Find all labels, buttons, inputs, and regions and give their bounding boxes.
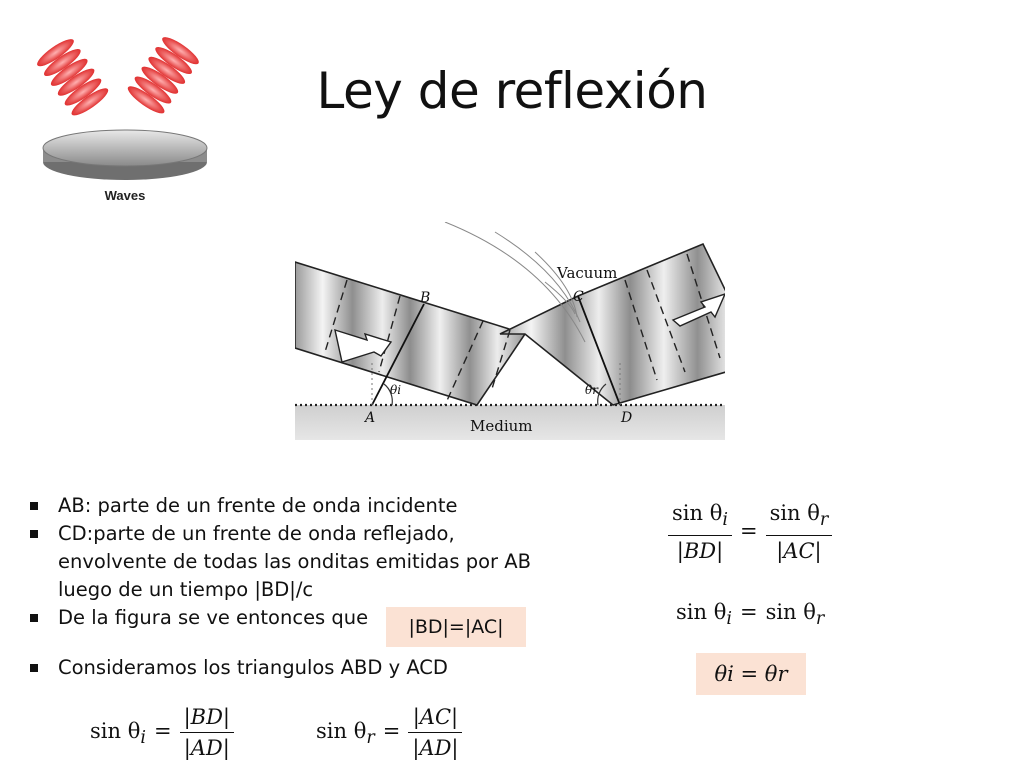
label-a: A: [363, 410, 375, 426]
label-medium: Medium: [470, 417, 533, 435]
triangle-abd-equation: sin θi= |BD| |AD|: [90, 702, 234, 763]
triangle-acd-equation: sin θr= |AC| |AD|: [316, 702, 463, 763]
list-item: CD:parte de un frente de onda reflejado,…: [30, 520, 550, 604]
wavefront-ab: [371, 303, 425, 406]
list-item: Consideramos los triangulos ABD y ACD: [30, 654, 550, 682]
page-title: Ley de reflexión: [316, 62, 708, 120]
highlight-bd-equals-ac: |BD|=|AC|: [386, 607, 526, 647]
angle-theta-r: θr: [585, 383, 599, 397]
incident-arrow-icon: [334, 328, 393, 363]
wavefront-cd: [577, 295, 621, 406]
highlight-theta-equal: θi = θr: [696, 653, 806, 695]
medium-region: [295, 405, 725, 440]
incident-beam: [294, 260, 527, 406]
waves-logo: Waves: [35, 20, 215, 210]
waves-reflection-icon: [37, 37, 208, 180]
ratio-equation: sin θi |BD| = sin θr |AC|: [668, 498, 833, 566]
reflection-diagram: B C A D θi θr Vacuum Medium: [294, 221, 762, 440]
list-item: De la figura se ve entonces que: [30, 604, 550, 632]
bullet-list: AB: parte de un frente de onda incidente…: [30, 492, 550, 682]
label-vacuum: Vacuum: [556, 264, 617, 282]
reflected-arrow-icon: [671, 292, 727, 327]
logo-caption: Waves: [104, 188, 146, 203]
angle-theta-i: θi: [390, 383, 401, 397]
label-c: C: [573, 289, 584, 305]
list-item: AB: parte de un frente de onda incidente: [30, 492, 550, 520]
sines-equal-equation: sin θi=sin θr: [676, 600, 825, 630]
label-b: B: [419, 290, 430, 306]
label-d: D: [620, 410, 632, 426]
